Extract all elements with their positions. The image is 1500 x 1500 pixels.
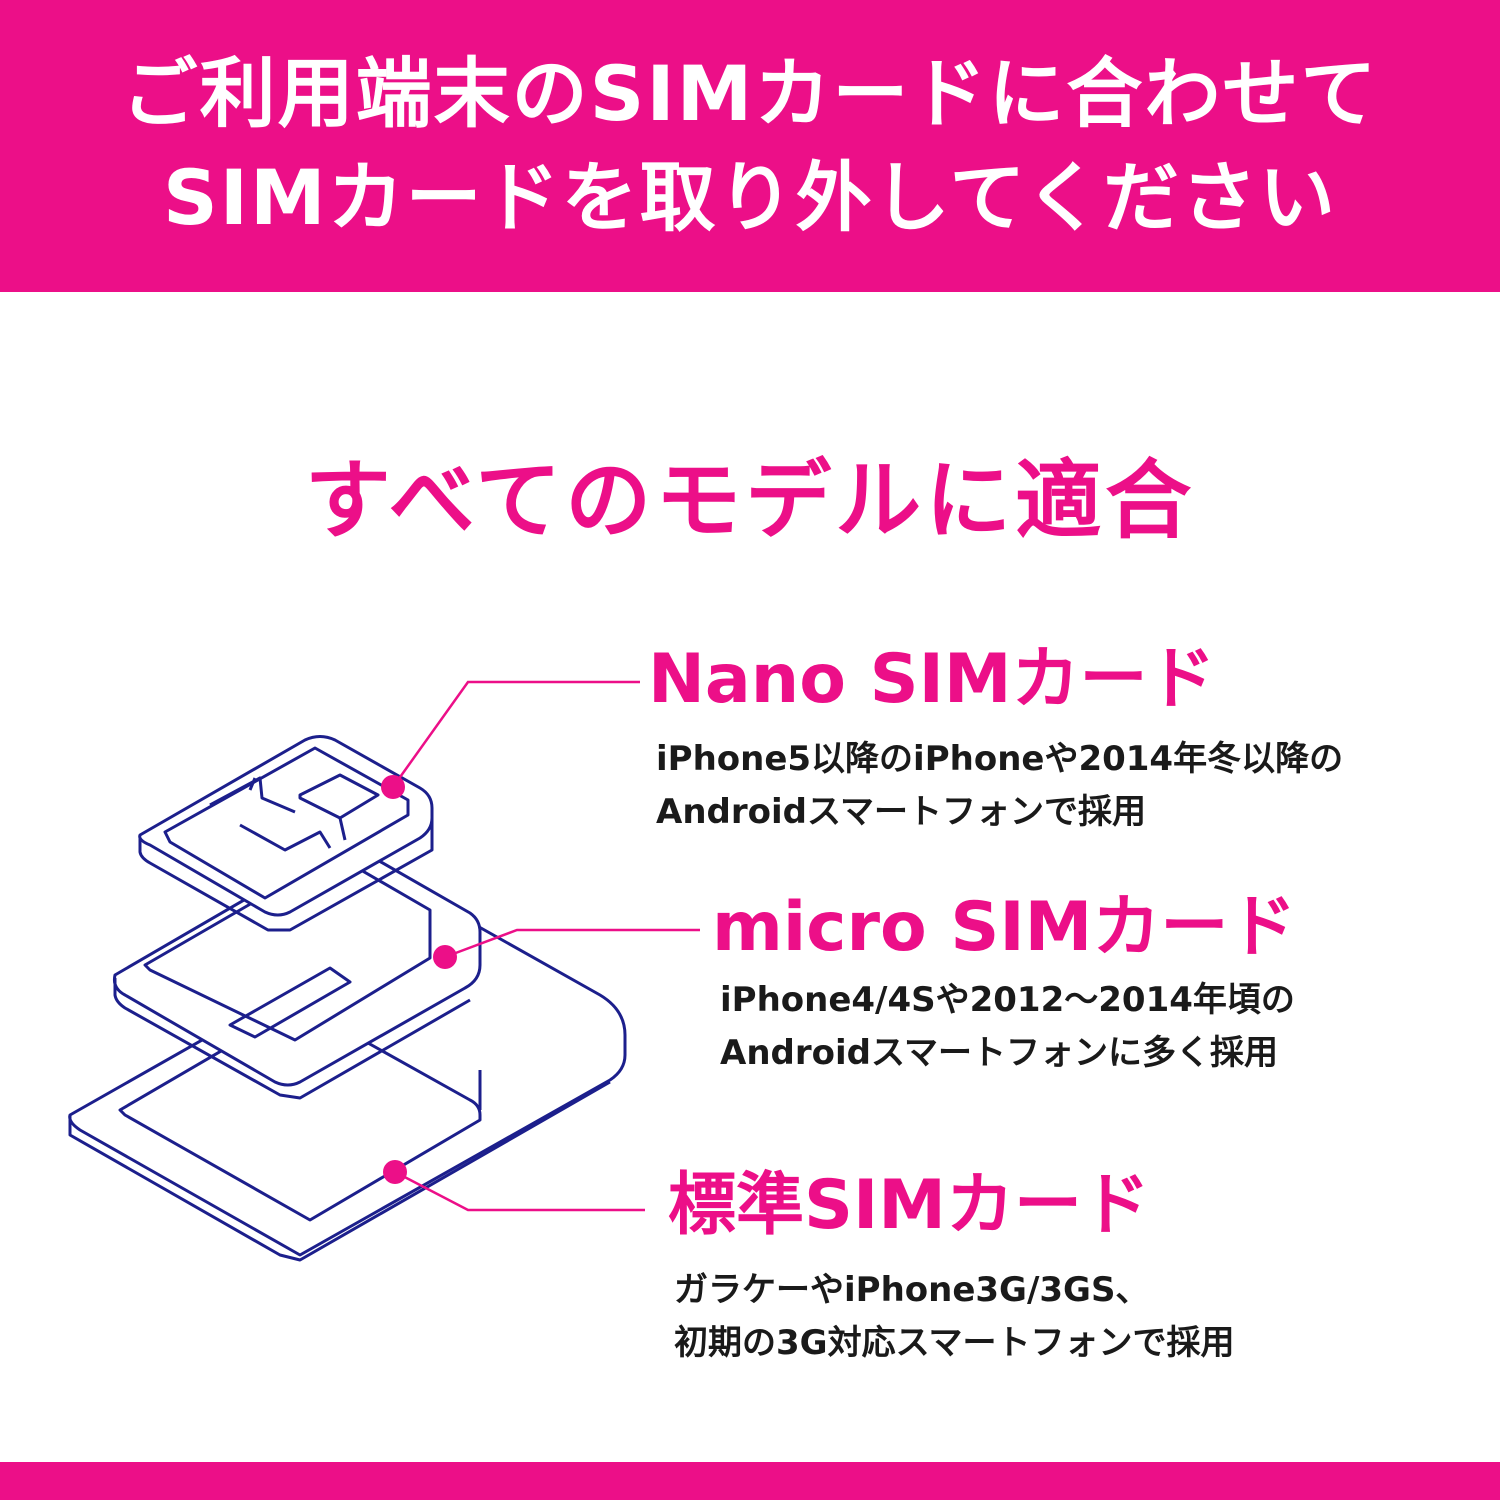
nano-sim-title: Nano SIMカード — [648, 640, 1216, 719]
nano-leader-line — [391, 680, 640, 788]
header-banner: ご利用端末のSIMカードに合わせて SIMカードを取り外してください — [0, 0, 1500, 292]
standard-sim-title: 標準SIMカード — [668, 1166, 1150, 1245]
nano-marker-dot — [381, 775, 405, 799]
footer-accent-bar — [0, 1462, 1500, 1500]
nano-sim-description-line-2: Androidスマートフォンで採用 — [656, 792, 1146, 832]
banner-title-line-1: ご利用端末のSIMカードに合わせて — [121, 49, 1379, 138]
standard-sim-outline — [68, 903, 627, 1262]
micro-leader-line — [444, 928, 700, 959]
micro-sim-description-line-2: Androidスマートフォンに多く採用 — [720, 1033, 1278, 1073]
nano-sim-outline — [138, 735, 434, 932]
standard-marker-dot — [383, 1160, 407, 1184]
nano-sim-description-line-1: iPhone5以降のiPhoneや2014年冬以降の — [656, 739, 1344, 779]
compatibility-headline: すべてのモデルに適合 — [304, 451, 1196, 551]
standard-sim-description-line-1: ガラケーやiPhone3G/3GS、 — [674, 1270, 1150, 1310]
standard-leader-line — [394, 1170, 645, 1212]
banner-title-line-2: SIMカードを取り外してください — [162, 153, 1338, 242]
micro-sim-description-line-1: iPhone4/4Sや2012～2014年頃の — [720, 980, 1295, 1020]
micro-marker-dot — [433, 945, 457, 969]
micro-sim-title: micro SIMカード — [712, 888, 1297, 967]
standard-sim-description-line-2: 初期の3G対応スマートフォンで採用 — [674, 1323, 1235, 1363]
